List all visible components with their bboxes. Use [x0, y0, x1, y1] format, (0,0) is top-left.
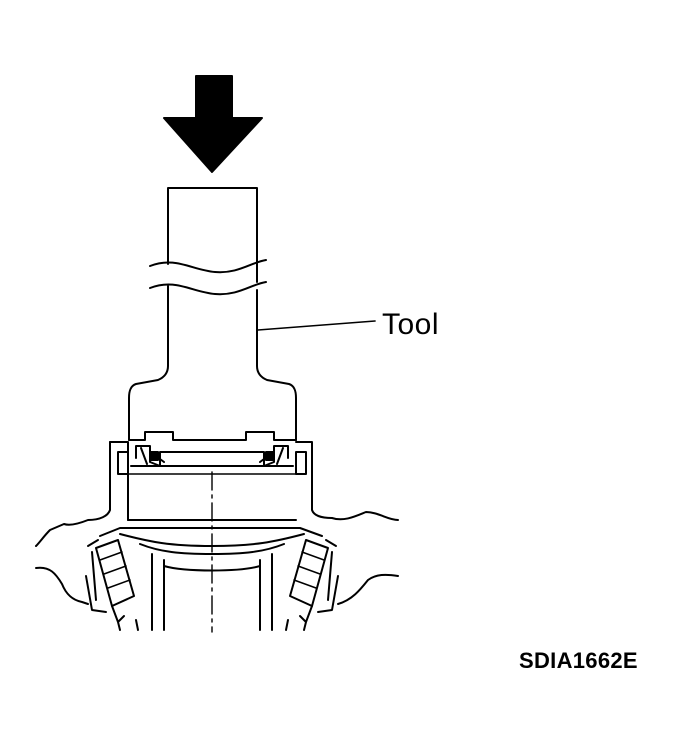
right-roller-bearing	[285, 539, 339, 631]
tool-head	[128, 431, 297, 467]
left-roller-bearing	[85, 539, 139, 631]
figure-code: SDIA1662E	[519, 648, 638, 673]
down-arrow-icon	[163, 75, 263, 173]
tool-shaft	[128, 187, 297, 441]
tool-label: Tool	[382, 308, 440, 341]
housing-lower	[35, 566, 399, 605]
hub-bearing	[99, 527, 323, 631]
knuckle-housing	[35, 441, 399, 547]
tool-leader-line	[257, 320, 376, 331]
